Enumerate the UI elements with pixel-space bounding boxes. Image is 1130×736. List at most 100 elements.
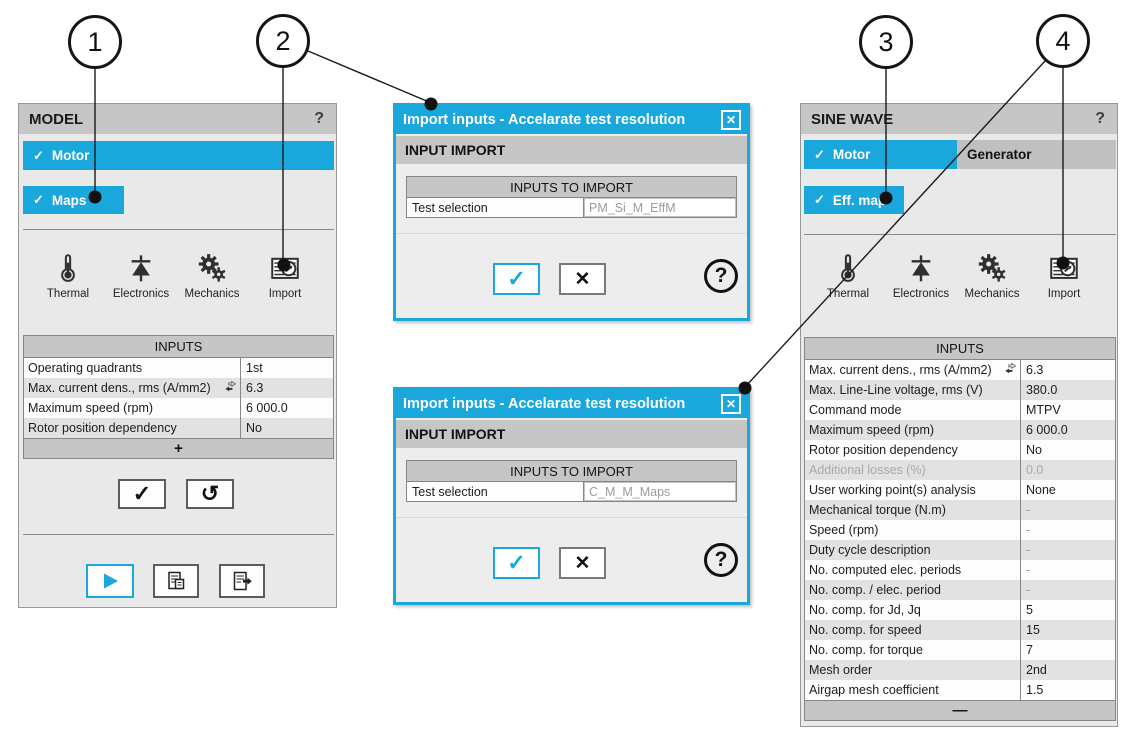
reset-button[interactable]: ↺ — [186, 479, 234, 509]
table-row[interactable]: Operating quadrants 1st — [24, 358, 333, 378]
row-value[interactable]: - — [1020, 540, 1115, 560]
run-button[interactable] — [86, 564, 134, 598]
model-tab-maps[interactable]: ✓ Maps — [23, 186, 124, 214]
table-row[interactable]: Duty cycle description - — [805, 540, 1115, 560]
row-value[interactable]: 7 — [1020, 640, 1115, 660]
sine-tab-eff-map[interactable]: ✓ Eff. map — [804, 186, 904, 214]
model-electronics-button[interactable]: Electronics — [103, 251, 179, 317]
test-selection-field[interactable]: PM_Si_M_EffM — [583, 198, 736, 217]
help-icon[interactable]: ? — [704, 259, 738, 293]
table-row[interactable]: Mesh order 2nd — [805, 660, 1115, 680]
row-value[interactable]: 6 000.0 — [240, 398, 333, 418]
model-tab-maps-label: Maps — [51, 192, 87, 208]
table-row[interactable]: No. comp. for torque 7 — [805, 640, 1115, 660]
import-label: Import — [1047, 288, 1081, 300]
test-selection-field[interactable]: C_M_M_Maps — [583, 482, 736, 501]
table-row[interactable]: Airgap mesh coefficient 1.5 — [805, 680, 1115, 700]
table-row[interactable]: Mechanical torque (N.m) - — [805, 500, 1115, 520]
close-icon: ✕ — [574, 552, 591, 574]
row-value[interactable]: 1.5 — [1020, 680, 1115, 700]
collapse-rows-button[interactable]: — — [805, 700, 1115, 720]
row-value[interactable]: 6.3 — [1020, 360, 1115, 380]
row-value[interactable]: 380.0 — [1020, 380, 1115, 400]
model-tab-motor[interactable]: ✓ Motor — [23, 141, 334, 170]
cancel-button[interactable]: ✕ — [559, 263, 606, 295]
sine-mechanics-button[interactable]: Mechanics — [957, 251, 1027, 317]
dialog-title-bar[interactable]: Import inputs - Accelarate test resoluti… — [396, 106, 747, 134]
row-value[interactable]: MTPV — [1020, 400, 1115, 420]
separator — [23, 229, 334, 230]
row-value[interactable]: No — [1020, 440, 1115, 460]
row-value[interactable]: - — [1020, 580, 1115, 600]
sine-thermal-button[interactable]: Thermal — [819, 251, 877, 317]
sine-tab-generator[interactable]: Generator — [957, 140, 1116, 169]
row-label-text: Max. current dens., rms (A/mm2) — [28, 381, 211, 395]
test-selection-label: Test selection — [412, 200, 488, 215]
row-value[interactable]: 6.3 — [240, 378, 333, 398]
close-icon: ✕ — [574, 268, 591, 290]
report-button[interactable] — [153, 564, 199, 598]
table-row[interactable]: User working point(s) analysis None — [805, 480, 1115, 500]
dialog-title-bar[interactable]: Import inputs - Accelarate test resoluti… — [396, 390, 747, 418]
table-row[interactable]: Rotor position dependency No — [805, 440, 1115, 460]
sine-panel-title: SINE WAVE — [811, 110, 894, 128]
model-thermal-button[interactable]: Thermal — [39, 251, 97, 317]
table-row[interactable]: Max. Line-Line voltage, rms (V) 380.0 — [805, 380, 1115, 400]
model-import-button[interactable]: Import — [257, 251, 313, 317]
gears-icon — [978, 254, 1006, 282]
row-value[interactable]: 5 — [1020, 600, 1115, 620]
table-row[interactable]: Command mode MTPV — [805, 400, 1115, 420]
sine-import-button[interactable]: Import — [1035, 251, 1093, 317]
table-row[interactable]: No. computed elec. periods - — [805, 560, 1115, 580]
table-row: Test selection C_M_M_Maps — [407, 482, 736, 501]
row-value[interactable]: 2nd — [1020, 660, 1115, 680]
row-value[interactable]: None — [1020, 480, 1115, 500]
row-value[interactable]: 6 000.0 — [1020, 420, 1115, 440]
model-help-icon[interactable]: ? — [314, 110, 324, 127]
close-icon[interactable]: ✕ — [721, 394, 741, 414]
sine-help-icon[interactable]: ? — [1095, 110, 1105, 127]
row-value[interactable]: 15 — [1020, 620, 1115, 640]
row-value[interactable]: No — [240, 418, 333, 438]
apply-button[interactable]: ✓ — [118, 479, 166, 509]
model-mechanics-button[interactable]: Mechanics — [177, 251, 247, 317]
model-inputs-table-header: INPUTS — [24, 336, 333, 358]
table-row[interactable]: Max. current dens., rms (A/mm2) 6.3 — [24, 378, 333, 398]
electronics-label: Electronics — [112, 288, 170, 300]
table-row[interactable]: No. comp. / elec. period - — [805, 580, 1115, 600]
separator — [804, 234, 1116, 235]
sine-tab-generator-label: Generator — [967, 147, 1032, 162]
callout-2-label: 2 — [275, 25, 291, 56]
electronics-label: Electronics — [892, 288, 950, 300]
row-value[interactable]: 1st — [240, 358, 333, 378]
confirm-button[interactable]: ✓ — [493, 547, 540, 579]
sine-tab-eff-map-label: Eff. map — [832, 192, 887, 208]
export-button[interactable] — [219, 564, 265, 598]
sine-electronics-button[interactable]: Electronics — [883, 251, 959, 317]
table-row[interactable]: Maximum speed (rpm) 6 000.0 — [24, 398, 333, 418]
callout-4: 4 — [1036, 14, 1090, 68]
test-selection-label: Test selection — [412, 484, 488, 499]
shared-parameter-icon — [224, 380, 237, 396]
cancel-button[interactable]: ✕ — [559, 547, 606, 579]
table-row[interactable]: Max. current dens., rms (A/mm2) 6.3 — [805, 360, 1115, 380]
close-icon[interactable]: ✕ — [721, 110, 741, 130]
help-icon[interactable]: ? — [704, 543, 738, 577]
add-row-button[interactable]: + — [24, 438, 333, 458]
callout-3-label: 3 — [878, 26, 894, 57]
row-value[interactable]: - — [1020, 500, 1115, 520]
table-row[interactable]: No. comp. for speed 15 — [805, 620, 1115, 640]
row-value[interactable]: - — [1020, 520, 1115, 540]
inputs-to-import-header: INPUTS TO IMPORT — [407, 177, 736, 198]
table-row[interactable]: Rotor position dependency No — [24, 418, 333, 438]
input-import-header: INPUT IMPORT — [396, 136, 747, 164]
table-row[interactable]: Speed (rpm) - — [805, 520, 1115, 540]
callout-2: 2 — [256, 14, 310, 68]
inputs-to-import-header: INPUTS TO IMPORT — [407, 461, 736, 482]
sine-tab-motor-label: Motor — [832, 147, 871, 162]
row-value[interactable]: - — [1020, 560, 1115, 580]
table-row[interactable]: No. comp. for Jd, Jq 5 — [805, 600, 1115, 620]
confirm-button[interactable]: ✓ — [493, 263, 540, 295]
sine-tab-motor[interactable]: ✓ Motor — [804, 140, 957, 169]
table-row[interactable]: Maximum speed (rpm) 6 000.0 — [805, 420, 1115, 440]
